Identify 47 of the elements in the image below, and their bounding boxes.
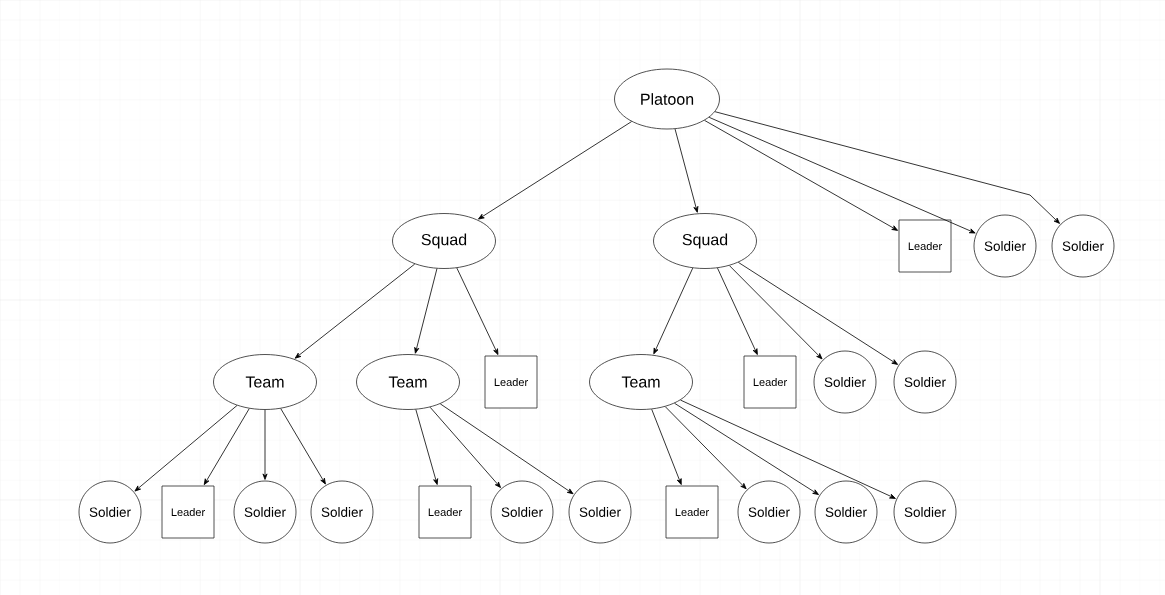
ellipse-node: Team bbox=[213, 354, 317, 410]
square-box: Leader bbox=[484, 355, 538, 409]
square-box: Leader bbox=[743, 355, 797, 409]
arrow bbox=[704, 120, 898, 231]
arrow bbox=[717, 267, 758, 355]
arrow bbox=[280, 408, 326, 485]
circle-node: Soldier bbox=[893, 480, 957, 544]
arrow bbox=[714, 111, 1060, 224]
circle-node: Soldier bbox=[78, 480, 142, 544]
square-box: Leader bbox=[898, 219, 952, 273]
circle-node: Soldier bbox=[568, 480, 632, 544]
arrow bbox=[653, 267, 694, 355]
circle-node: Soldier bbox=[490, 480, 554, 544]
arrow bbox=[737, 262, 898, 365]
arrow bbox=[203, 408, 250, 486]
ellipse-node: Team bbox=[589, 354, 693, 410]
ellipse-node: Squad bbox=[392, 213, 496, 269]
circle-node: Soldier bbox=[814, 480, 878, 544]
arrow bbox=[674, 128, 699, 213]
circle-node: Soldier bbox=[233, 480, 297, 544]
arrow bbox=[429, 406, 501, 488]
arrow bbox=[674, 402, 819, 495]
arrow bbox=[456, 267, 499, 355]
square-box: Leader bbox=[418, 485, 472, 539]
ellipse-node: Squad bbox=[653, 213, 757, 269]
arrow bbox=[680, 399, 896, 499]
circle-node: Soldier bbox=[737, 480, 801, 544]
circle-node: Soldier bbox=[1051, 214, 1115, 278]
circle-node: Soldier bbox=[893, 350, 957, 414]
circle-node: Soldier bbox=[973, 214, 1037, 278]
arrow bbox=[294, 263, 416, 359]
arrow bbox=[664, 406, 747, 490]
arrow bbox=[651, 408, 682, 485]
arrow bbox=[262, 409, 268, 480]
arrow bbox=[478, 121, 632, 220]
arrow bbox=[729, 265, 823, 360]
circle-node: Soldier bbox=[813, 350, 877, 414]
square-box: Leader bbox=[161, 485, 215, 539]
arrow bbox=[439, 403, 574, 495]
circle-node: Soldier bbox=[310, 480, 374, 544]
ellipse-node: Team bbox=[356, 354, 460, 410]
square-box: Leader bbox=[665, 485, 719, 539]
arrow bbox=[414, 268, 438, 354]
arrow bbox=[415, 409, 439, 485]
ellipse-node: Platoon bbox=[614, 68, 720, 130]
arrow bbox=[134, 405, 238, 492]
arrow bbox=[708, 116, 976, 234]
